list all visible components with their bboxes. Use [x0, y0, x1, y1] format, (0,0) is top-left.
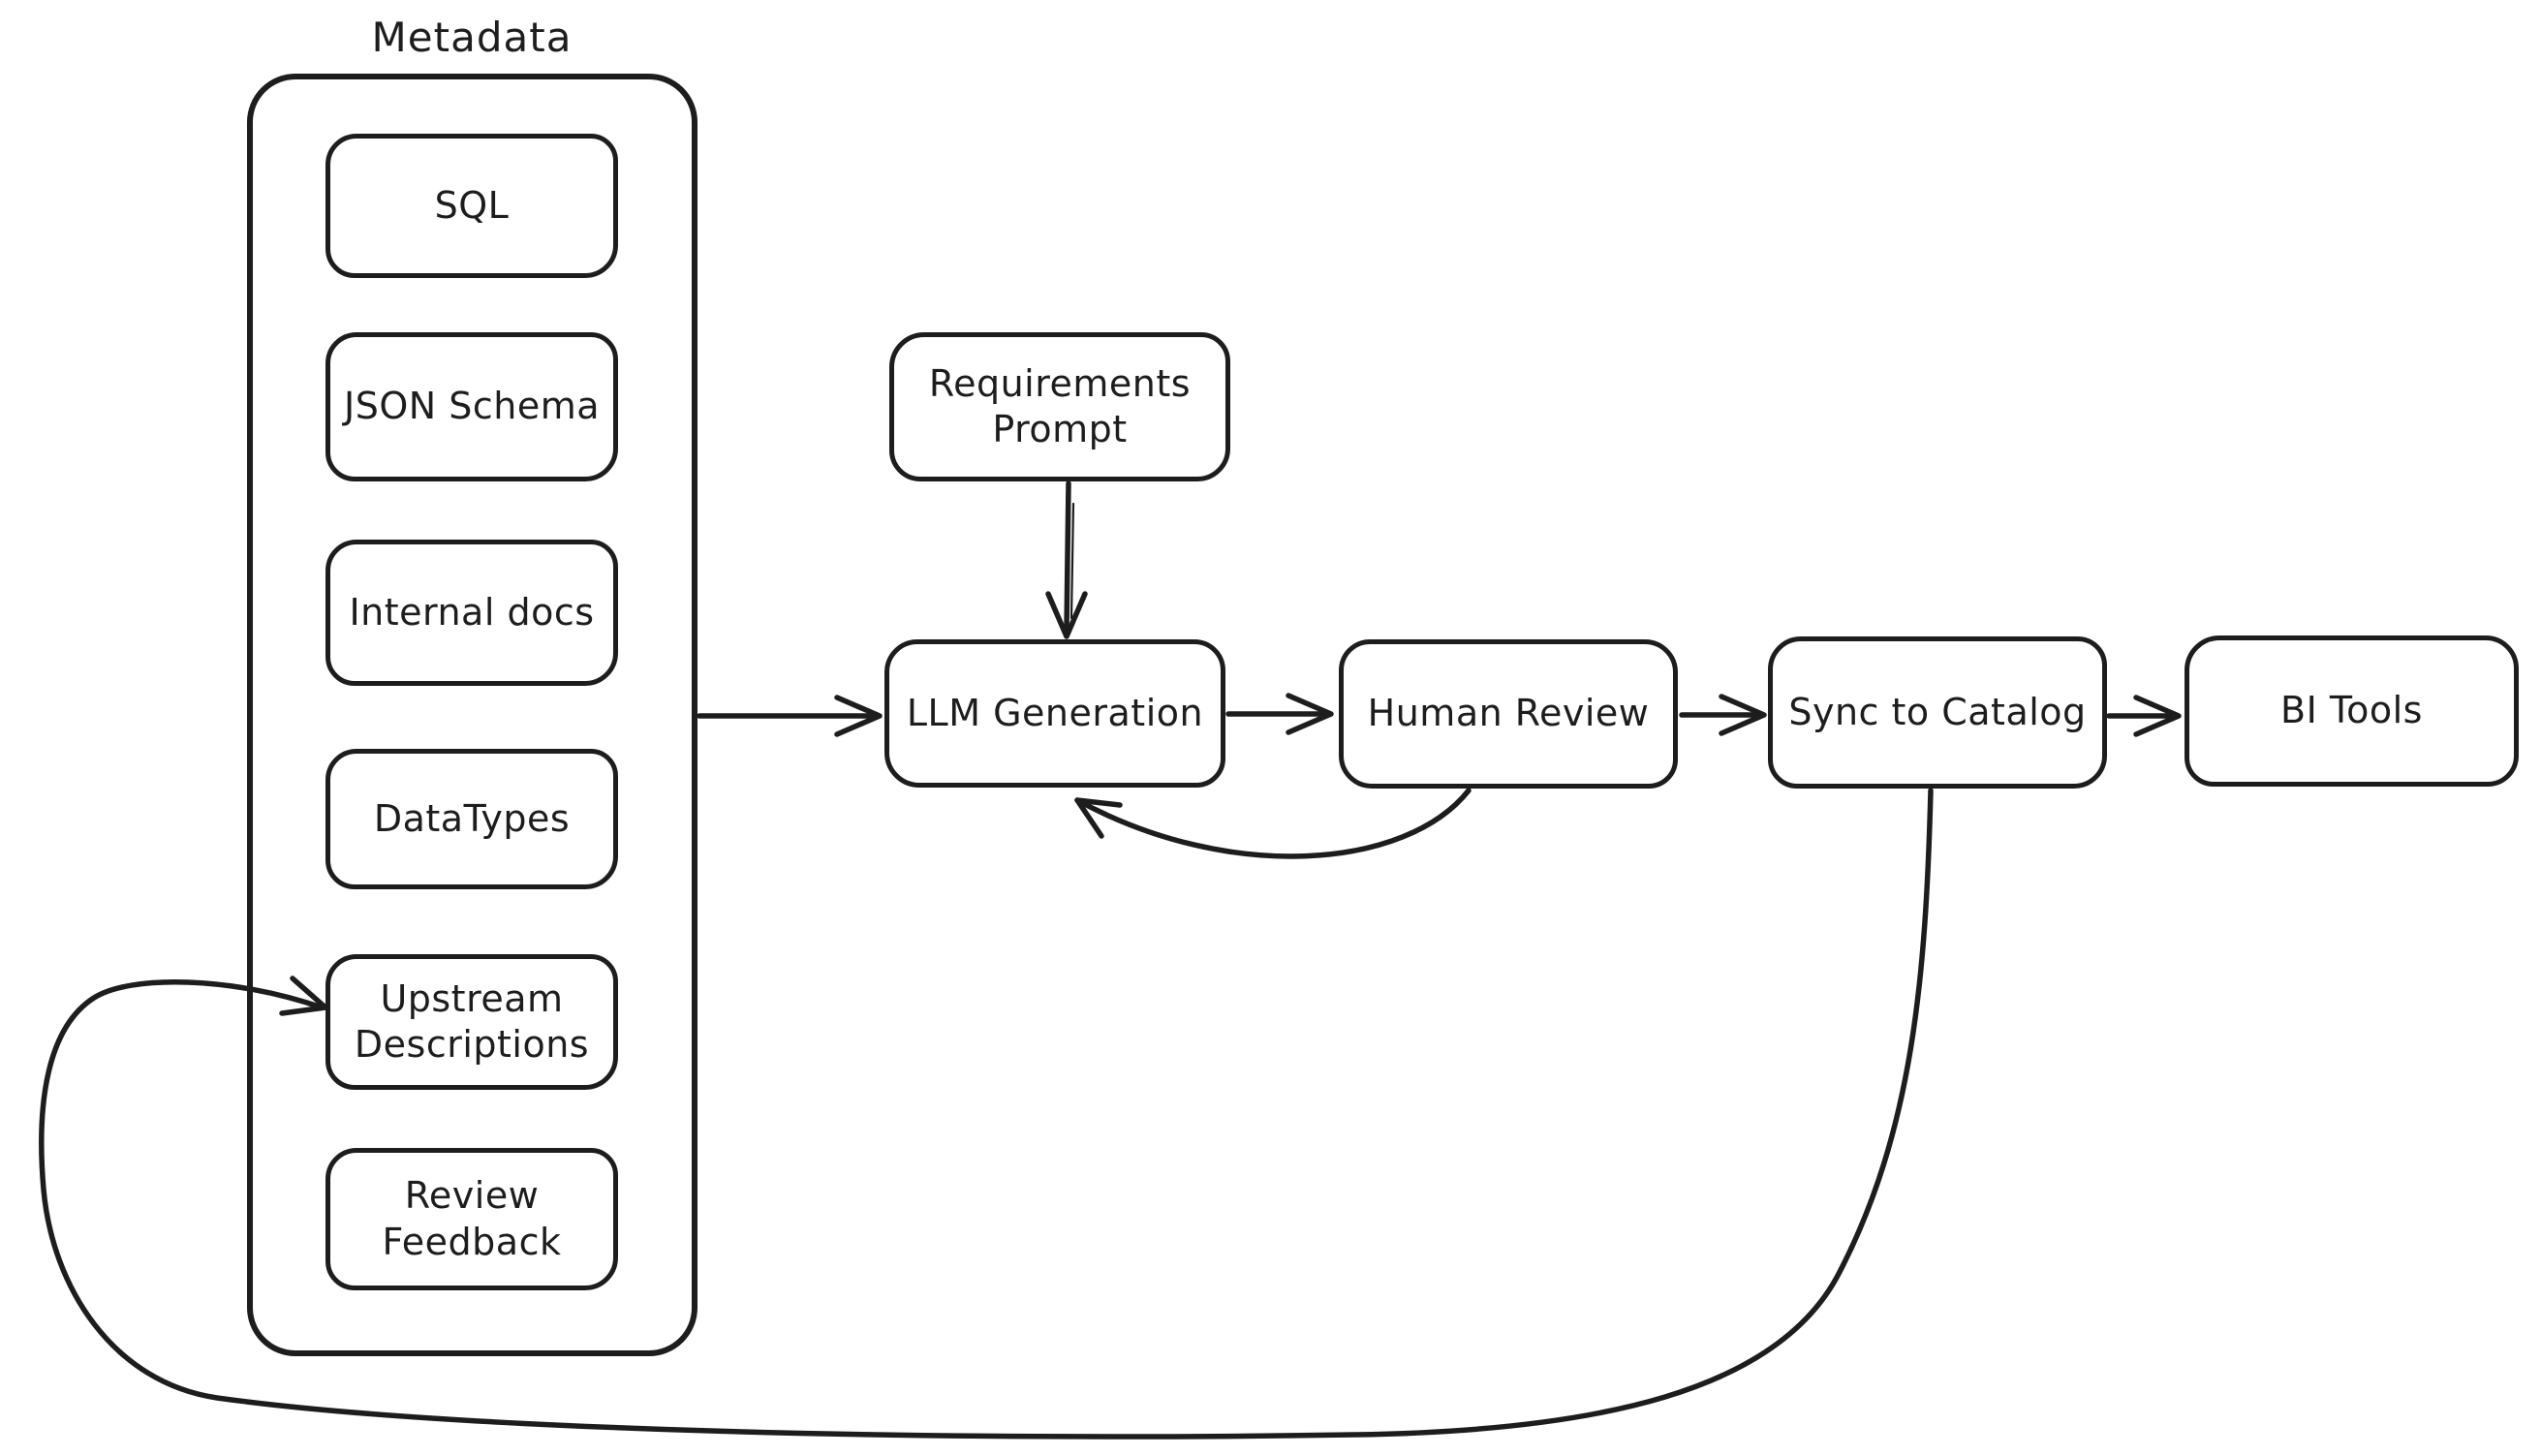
arrow-requirements-to-llm: [1045, 480, 1088, 639]
node-review-feedback: Review Feedback: [325, 1148, 618, 1290]
arrow-human-to-sync: [1679, 694, 1767, 736]
node-sync-to-catalog: Sync to Catalog: [1768, 636, 2107, 789]
node-internal-docs-label: Internal docs: [349, 590, 595, 634]
metadata-group-label: Metadata: [371, 14, 573, 61]
arrow-metadata-to-llm: [697, 695, 883, 737]
node-upstream-descriptions: Upstream Descriptions: [325, 954, 618, 1090]
node-human-review-label: Human Review: [1367, 692, 1650, 735]
node-json-schema-label: JSON Schema: [343, 385, 601, 428]
node-json-schema: JSON Schema: [325, 332, 618, 481]
arrowhead-right-icon: [1719, 694, 1767, 736]
arrow-llm-to-human: [1225, 693, 1334, 735]
node-sync-to-catalog-label: Sync to Catalog: [1788, 690, 2087, 733]
node-datatypes: DataTypes: [325, 749, 618, 889]
arrowhead-right-icon: [834, 695, 883, 737]
arrowhead-upleft-icon: [1074, 797, 1123, 839]
node-upstream-descriptions-label: Upstream Descriptions: [354, 976, 590, 1067]
node-llm-generation: LLM Generation: [884, 639, 1225, 788]
node-requirements-prompt: Requirements Prompt: [889, 332, 1230, 481]
arrowhead-right-icon: [1286, 693, 1334, 735]
arrow-sync-to-bi: [2106, 695, 2182, 737]
node-requirements-prompt-label: Requirements Prompt: [928, 361, 1192, 451]
node-internal-docs: Internal docs: [325, 540, 618, 686]
node-bi-tools: BI Tools: [2185, 635, 2519, 787]
node-review-feedback-label: Review Feedback: [382, 1174, 562, 1263]
node-datatypes-label: DataTypes: [373, 796, 571, 840]
node-llm-generation-label: LLM Generation: [906, 691, 1204, 734]
arrow-human-feedback-to-llm: [1074, 788, 1472, 859]
node-sql: SQL: [325, 134, 618, 278]
arrowhead-right-icon: [2133, 695, 2182, 737]
node-sql-label: SQL: [434, 183, 510, 227]
arrowhead-down-icon: [1045, 591, 1088, 639]
node-human-review: Human Review: [1339, 639, 1678, 789]
node-bi-tools-label: BI Tools: [2280, 689, 2423, 732]
